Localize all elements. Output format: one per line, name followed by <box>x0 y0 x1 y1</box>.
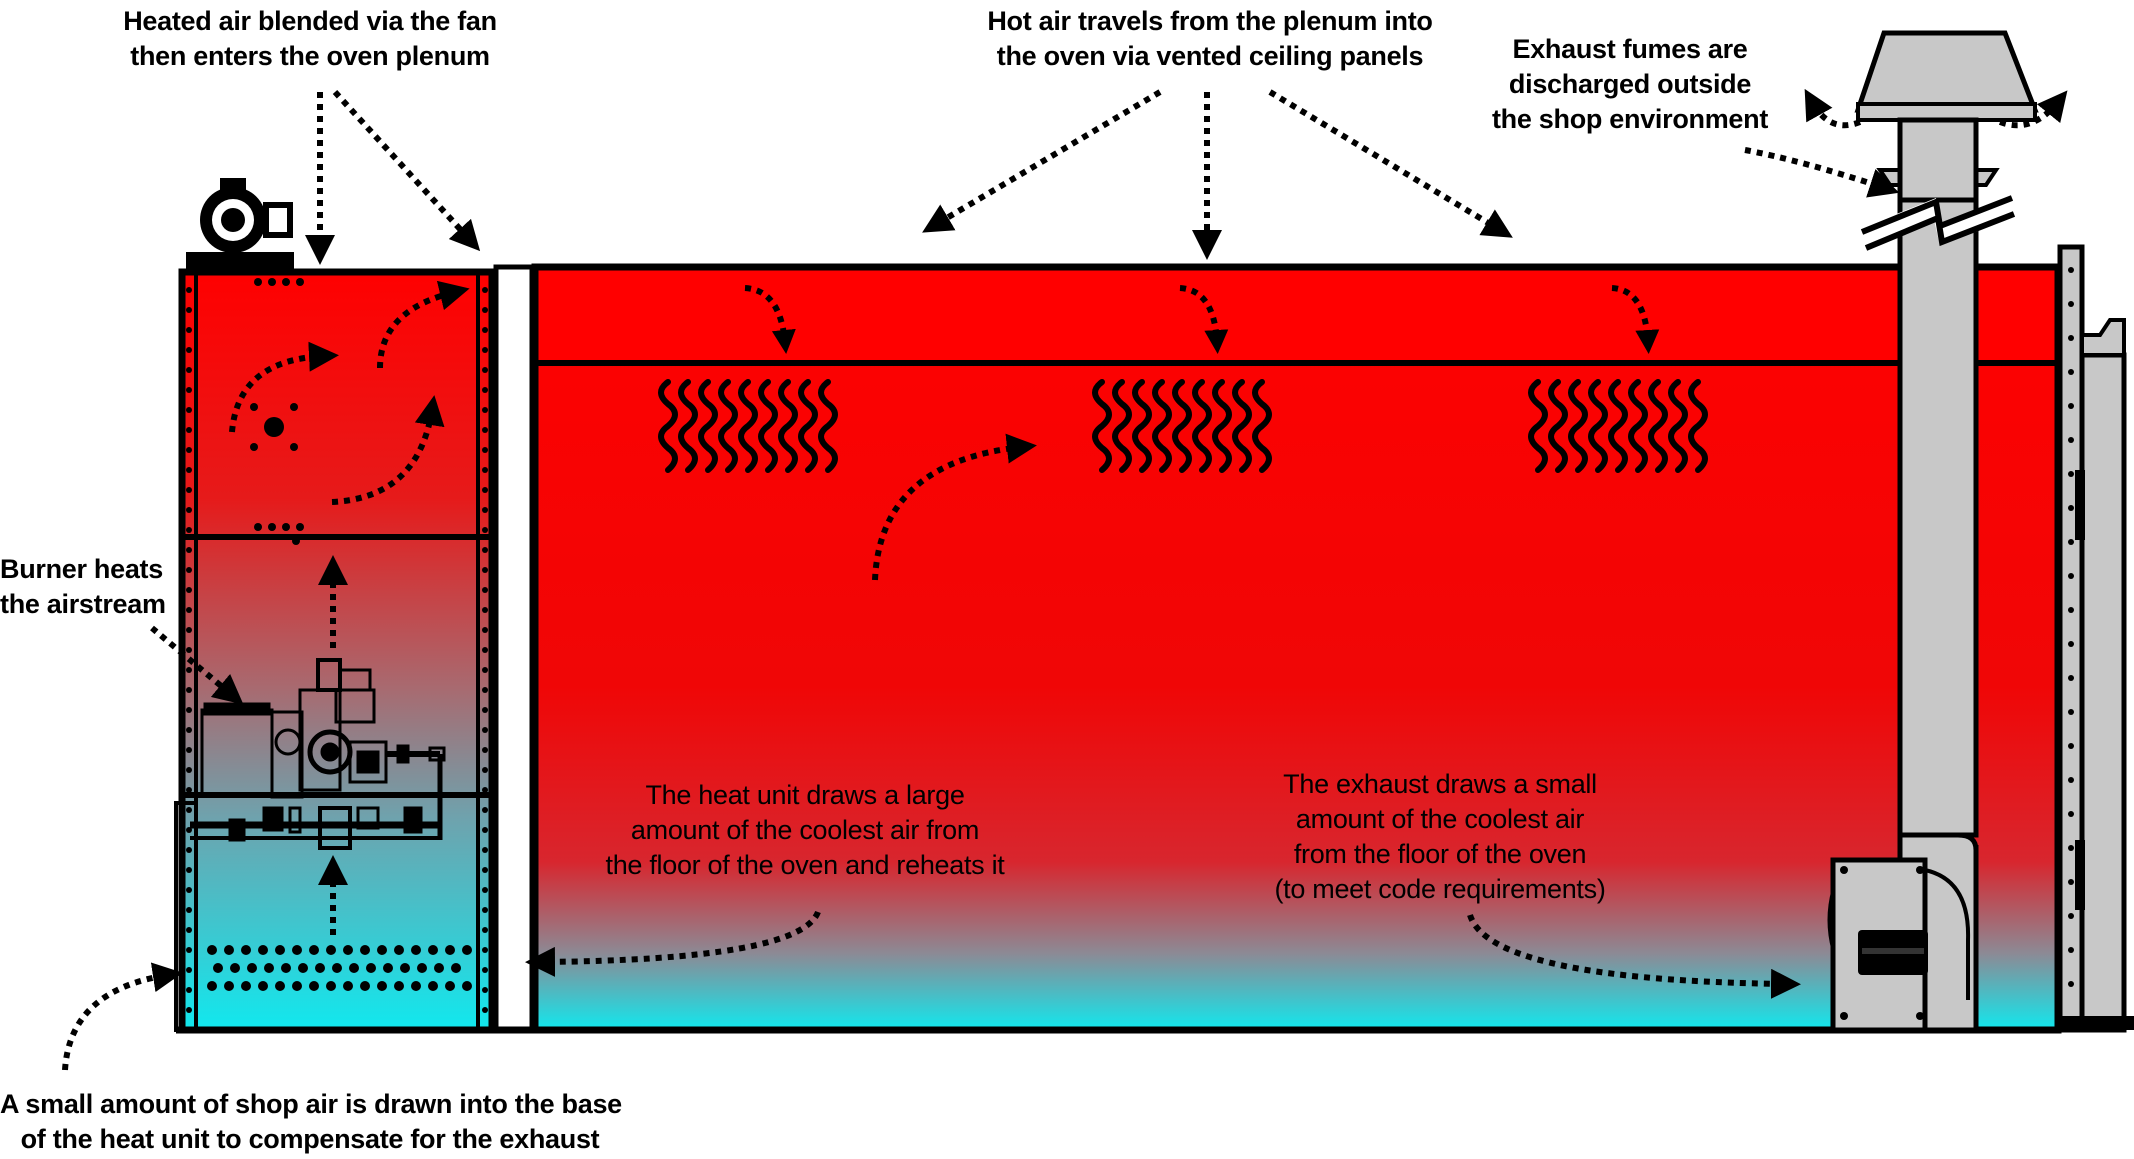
label-exhaust-draw: The exhaust draws a small amount of the c… <box>1250 767 1630 907</box>
exhaust-blower-icon <box>1827 832 1979 1033</box>
oven-chamber <box>531 263 2062 1034</box>
label-line: the floor of the oven and reheats it <box>605 850 1005 880</box>
coil-segment <box>798 379 818 473</box>
coil-segment <box>1112 379 1132 473</box>
fan-hub-icon <box>250 403 298 451</box>
heater-coil-center <box>1092 379 1272 473</box>
coil-segment <box>778 379 798 473</box>
label-line: from the floor of the oven <box>1293 839 1587 869</box>
label-shop-air: A small amount of shop air is drawn into… <box>0 1087 622 1157</box>
label-line: Heated air blended via the fan <box>123 6 497 36</box>
coil-segment <box>1132 379 1152 473</box>
coil-segment <box>658 379 678 473</box>
coil-segment <box>1212 379 1232 473</box>
label-line: Exhaust fumes are <box>1512 34 1748 64</box>
coil-segment <box>1192 379 1212 473</box>
coil-segment <box>1152 379 1172 473</box>
exhaust-stack <box>1854 30 2039 838</box>
coil-segment <box>1092 379 1112 473</box>
fan-motor-icon <box>186 178 294 272</box>
label-exhaust-fumes: Exhaust fumes are discharged outside the s… <box>1480 32 1780 137</box>
label-burner: Burner heats the airstream <box>0 552 166 622</box>
coil-segment <box>818 379 838 473</box>
coil-segment <box>1548 379 1568 473</box>
label-fan-blend: Heated air blended via the fan then enter… <box>110 4 510 74</box>
heater-coil-left <box>658 379 838 473</box>
label-line: Burner heats <box>0 554 163 584</box>
label-line: then enters the oven plenum <box>130 41 490 71</box>
coil-segment <box>1688 379 1708 473</box>
oven-door <box>2057 244 2134 1033</box>
coil-segment <box>1628 379 1648 473</box>
coil-segment <box>1648 379 1668 473</box>
label-line: the airstream <box>0 589 166 619</box>
label-line: the shop environment <box>1491 104 1769 134</box>
coil-segment <box>1668 379 1688 473</box>
stack-break-symbol <box>1860 195 2016 251</box>
label-line: the oven via vented ceiling panels <box>996 41 1424 71</box>
coil-segment <box>1568 379 1588 473</box>
heat-unit-rivets <box>186 287 488 1013</box>
label-line: discharged outside <box>1508 69 1752 99</box>
label-line: of the heat unit to compensate for the e… <box>20 1124 600 1154</box>
heater-coil-right <box>1528 379 1708 473</box>
coil-segment <box>1608 379 1628 473</box>
airflow-arrows <box>62 88 2068 1071</box>
label-line: The exhaust draws a small <box>1283 769 1597 799</box>
plenum-holes <box>254 278 304 545</box>
label-line: The heat unit draws a large <box>645 780 965 810</box>
oven-wall-seam <box>493 264 535 1033</box>
label-line: Hot air travels from the plenum into <box>987 6 1433 36</box>
coil-segment <box>678 379 698 473</box>
coil-segment <box>698 379 718 473</box>
coil-segment <box>1588 379 1608 473</box>
label-line: amount of the coolest air from <box>630 815 980 845</box>
coil-segment <box>758 379 778 473</box>
label-hot-air: Hot air travels from the plenum into the … <box>980 4 1440 74</box>
label-line: amount of the coolest air <box>1295 804 1585 834</box>
coil-segment <box>718 379 738 473</box>
intake-vent-holes <box>207 945 472 991</box>
label-heat-unit-draw: The heat unit draws a large amount of the… <box>585 778 1025 883</box>
coil-segment <box>1528 379 1548 473</box>
coil-segment <box>738 379 758 473</box>
heat-unit <box>174 268 535 1034</box>
coil-segment <box>1232 379 1252 473</box>
label-line: A small amount of shop air is drawn into… <box>0 1089 622 1119</box>
burner-assembly-icon <box>190 658 446 850</box>
label-line: (to meet code requirements) <box>1274 874 1606 904</box>
coil-segment <box>1252 379 1272 473</box>
coil-segment <box>1172 379 1192 473</box>
